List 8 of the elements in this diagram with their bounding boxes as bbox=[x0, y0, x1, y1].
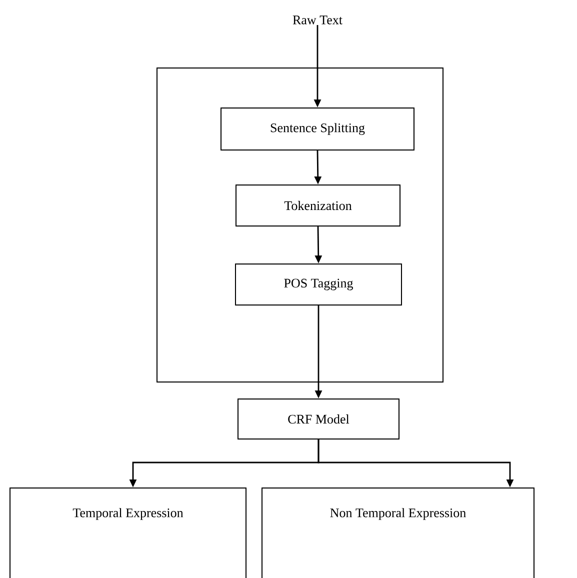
process-box: Temporal Expression bbox=[10, 488, 246, 578]
container-box bbox=[156, 68, 444, 382]
process-box: Tokenization bbox=[236, 184, 400, 226]
label-text: Raw Text bbox=[292, 16, 342, 24]
process-box: Sentence Splitting bbox=[220, 108, 414, 150]
process-box: CRF Model bbox=[238, 398, 400, 440]
process-box: Non Temporal Expression bbox=[262, 488, 534, 578]
process-box: POS Tagging bbox=[235, 264, 402, 306]
